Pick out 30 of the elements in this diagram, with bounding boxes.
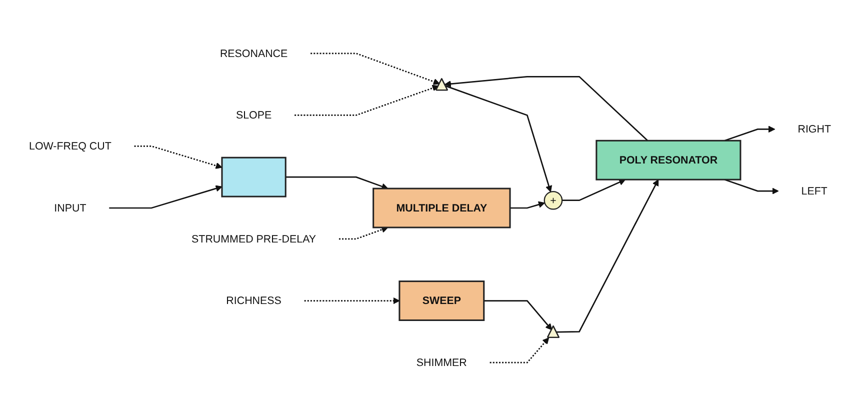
arrow	[134, 145, 222, 169]
node-box: SWEEP	[398, 280, 485, 321]
node-box: POLY RESONATOR	[596, 140, 742, 180]
arrow	[294, 84, 439, 116]
arrow	[444, 76, 648, 142]
arrow	[484, 300, 552, 330]
arrow	[304, 297, 400, 304]
node-circle: +	[544, 190, 563, 210]
arrow	[556, 179, 659, 333]
arrow	[338, 226, 388, 240]
node-text: RESONANCE	[220, 46, 288, 60]
node-text: RICHNESS	[226, 294, 282, 306]
arrow	[445, 85, 552, 192]
node-text: STRUMMED PRE-DELAY	[192, 232, 316, 245]
node-text: INPUT	[54, 202, 86, 214]
node-text: LOW-FREQ CUT	[29, 140, 112, 152]
arrow	[310, 52, 440, 85]
node-text: RIGHT	[798, 122, 831, 135]
arrow	[724, 126, 776, 142]
node-box: MULTIPLE DELAY	[372, 188, 511, 228]
node-box	[221, 156, 286, 198]
arrow	[510, 201, 546, 209]
arrow	[286, 176, 388, 190]
node-text: LEFT	[801, 184, 828, 197]
arrow	[490, 338, 550, 364]
arrow	[562, 179, 626, 202]
arrow	[109, 185, 222, 209]
node-text: SLOPE	[236, 108, 272, 121]
arrow	[724, 178, 779, 194]
node-text: SHIMMER	[416, 356, 467, 368]
